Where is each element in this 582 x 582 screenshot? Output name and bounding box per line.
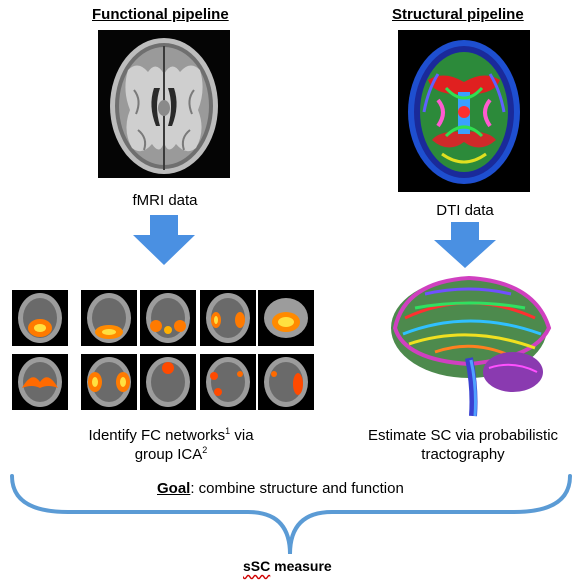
network-map-thumb [12,290,68,346]
fc-network-maps [10,288,314,414]
network-map-thumb [258,290,314,346]
dti-data-caption: DTI data [436,202,494,219]
tractography-brain-image [385,268,560,420]
functional-pipeline-title: Functional pipeline [92,6,229,23]
combine-brace [8,470,578,560]
network-map-thumb [258,354,314,410]
goal-statement: Goal: combine structure and function [157,480,404,497]
goal-text: : combine structure and function [190,480,404,497]
functional-result-caption: Identify FC networks1 via group ICA2 [88,426,254,464]
dti-brain-image [398,30,530,192]
network-map-thumb [200,290,256,346]
network-map-thumb [81,290,137,346]
ssc-measure-label: sSC measure [243,558,332,574]
network-map-thumb [12,354,68,410]
fmri-data-caption: fMRI data [132,192,198,209]
network-map-thumb [81,354,137,410]
structural-down-arrow [434,222,496,268]
structural-result-caption: Estimate SC via probabilistic tractograp… [367,427,559,463]
network-map-thumb [200,354,256,410]
network-map-thumb [140,354,196,410]
fmri-brain-image [98,30,230,178]
network-map-thumb [140,290,196,346]
functional-down-arrow [133,215,195,265]
goal-label: Goal [157,480,191,497]
structural-pipeline-title: Structural pipeline [392,6,524,23]
